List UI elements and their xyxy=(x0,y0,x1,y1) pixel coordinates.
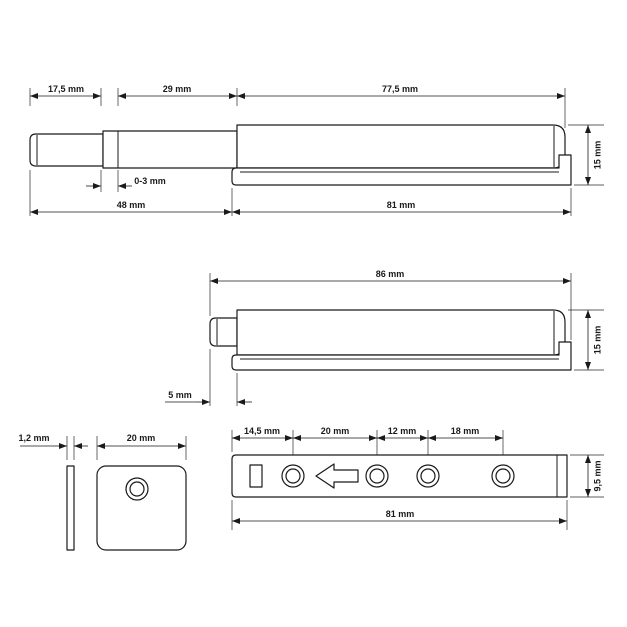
mount-hole-1-inner xyxy=(285,468,301,484)
base-plate-retracted xyxy=(231,341,572,371)
label-body-length: 77,5 mm xyxy=(382,84,418,94)
label-height2: 15 mm xyxy=(592,326,602,355)
view-retracted: 86 mm 15 mm 5 mm xyxy=(165,269,604,406)
label-tip-length: 17,5 mm xyxy=(48,84,84,94)
label-width: 9,5 mm xyxy=(592,460,602,491)
label-offset-3: 12 mm xyxy=(388,426,417,436)
label-height: 15 mm xyxy=(592,141,602,170)
label-travel: 0-3 mm xyxy=(134,176,166,186)
label-base-length: 81 mm xyxy=(387,200,416,210)
label-plate-width: 20 mm xyxy=(127,433,156,443)
mount-hole-4-inner xyxy=(495,468,511,484)
label-length: 81 mm xyxy=(386,509,415,519)
mount-hole-3-inner xyxy=(420,468,436,484)
label-offset-4: 18 mm xyxy=(451,426,480,436)
view-extended: 17,5 mm 29 mm 77,5 mm 0-3 mm 48 mm 81 mm… xyxy=(29,84,604,216)
label-tip2-length: 5 mm xyxy=(168,390,192,400)
base-top-view: 14,5 mm 20 mm 12 mm 18 mm 9,5 mm 81 mm xyxy=(231,426,604,530)
label-offset-1: 14,5 mm xyxy=(244,426,280,436)
plunger-tip-retracted xyxy=(209,317,238,347)
label-front-length: 48 mm xyxy=(117,200,146,210)
arrow-left-icon xyxy=(315,463,359,489)
base-plate-top xyxy=(231,454,568,498)
plunger-rod xyxy=(102,130,238,169)
label-thickness: 1,2 mm xyxy=(18,433,49,443)
plate-front-view: 20 mm xyxy=(96,433,187,551)
mount-hole-2-inner xyxy=(369,468,385,484)
latch-body-retracted xyxy=(236,309,566,356)
strike-plate-edge xyxy=(66,465,75,551)
base-plate-slot xyxy=(249,464,263,488)
label-total-length: 86 mm xyxy=(376,269,405,279)
label-rod-length: 29 mm xyxy=(163,84,192,94)
strike-plate-face xyxy=(96,465,187,551)
latch-body xyxy=(236,124,566,169)
plunger-tip xyxy=(29,133,104,167)
strike-plate-hole-inner xyxy=(129,481,145,497)
plate-side-view: 1,2 mm xyxy=(18,433,88,551)
label-offset-2: 20 mm xyxy=(321,426,350,436)
base-plate xyxy=(231,154,572,186)
